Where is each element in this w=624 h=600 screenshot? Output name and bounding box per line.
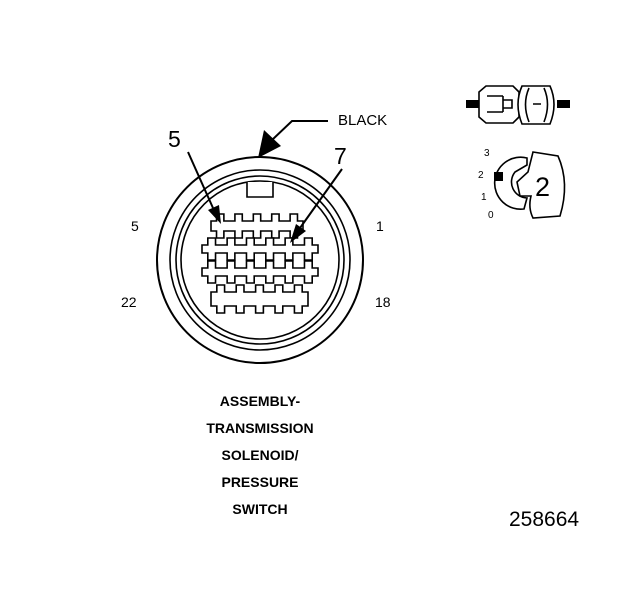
caption-line-5: SWITCH xyxy=(232,501,288,517)
caption-line-4: PRESSURE xyxy=(221,474,299,490)
caption-line-3: SOLENOID/ xyxy=(221,447,299,463)
side-view-right-housing xyxy=(517,85,555,125)
terminal-rows xyxy=(201,213,319,314)
callout-7-leader xyxy=(299,168,343,229)
black-leader-arrowhead xyxy=(258,130,281,158)
side-view-right-detail xyxy=(524,87,549,123)
connector-side-view xyxy=(466,85,570,125)
terminal-row-1 xyxy=(210,213,304,239)
scale-label-1: 1 xyxy=(481,192,487,203)
terminal-row-2 xyxy=(201,237,319,261)
pin-label-top-left: 5 xyxy=(131,218,139,234)
keying-notch xyxy=(246,182,274,198)
caption-line-2: TRANSMISSION xyxy=(206,420,314,436)
side-view-left-housing xyxy=(478,85,520,124)
position-detail xyxy=(493,151,566,219)
callout-5-label: 5 xyxy=(168,126,181,152)
caption-line-1: ASSEMBLY- xyxy=(219,393,301,409)
connector-ring-2 xyxy=(169,169,351,351)
wire-stub-left xyxy=(466,100,479,108)
figure-number: 258664 xyxy=(509,508,580,531)
callout-7-label: 7 xyxy=(334,143,347,169)
position-key-body xyxy=(516,151,566,219)
side-view-left-detail xyxy=(487,95,513,113)
position-marker xyxy=(494,172,503,181)
connector-caption: ASSEMBLY- TRANSMISSION SOLENOID/ PRESSUR… xyxy=(170,388,350,523)
terminal-row-4 xyxy=(210,284,309,314)
callout-7-arrowhead xyxy=(290,224,306,243)
position-number-label: 2 xyxy=(535,172,551,202)
scale-label-2: 2 xyxy=(478,170,484,181)
connector-outer-ring xyxy=(156,156,364,364)
black-wire-label: BLACK xyxy=(338,112,388,129)
pin-label-bottom-left: 22 xyxy=(121,294,137,310)
terminal-row-3 xyxy=(201,260,319,284)
callout-5-leader xyxy=(187,151,214,209)
wire-stub-right xyxy=(557,100,570,108)
connector-ring-3 xyxy=(175,175,345,345)
callout-5-arrowhead xyxy=(208,205,221,224)
black-leader-line xyxy=(271,120,328,141)
pin-label-bottom-right: 18 xyxy=(375,294,391,310)
scale-label-3: 3 xyxy=(484,148,490,159)
connector-face xyxy=(156,156,364,364)
position-ring xyxy=(493,156,529,211)
connector-inner-ring xyxy=(180,180,340,340)
pin-label-top-right: 1 xyxy=(376,218,384,234)
scale-label-0: 0 xyxy=(488,210,494,221)
